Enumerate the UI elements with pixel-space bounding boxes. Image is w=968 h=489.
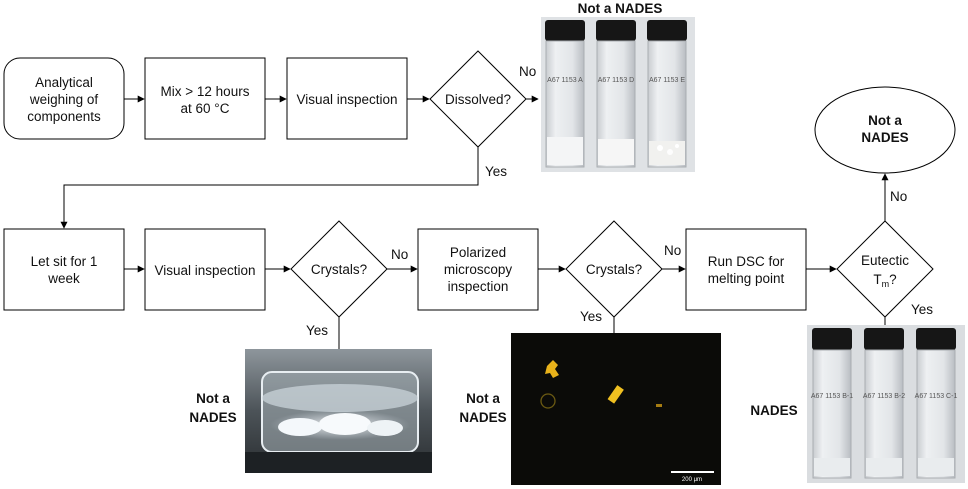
node-weighing: Analytical weighing of components xyxy=(3,57,125,140)
node-mix-line1: Mix > 12 hours xyxy=(161,84,250,99)
edge-label-dissolved-yes: Yes xyxy=(485,164,507,179)
caption-not-nades-left-line1: Not a xyxy=(196,391,230,406)
vial-top-1: A67 1153 A xyxy=(545,20,585,168)
scale-bar-label: 200 μm xyxy=(682,477,702,483)
vial-top-2: A67 1153 D xyxy=(596,20,636,168)
vial-nades-3: A67 1153 C-1 xyxy=(915,328,958,479)
node-run-dsc-line1: Run DSC for xyxy=(708,254,785,269)
node-not-nades-oval-line1: Not a xyxy=(868,113,902,128)
vial-top-1-label: A67 1153 A xyxy=(547,77,583,84)
photo-vials-top: A67 1153 A A67 1153 D A67 1153 E xyxy=(541,17,695,172)
node-polarized-line2: microscopy xyxy=(444,262,513,277)
photo-microscopy: 200 μm xyxy=(511,333,721,485)
vial-top-3: A67 1153 E xyxy=(647,20,687,168)
node-polarized: Polarized microscopy inspection xyxy=(417,228,539,311)
node-crystals-1-label: Crystals? xyxy=(311,262,367,277)
edge-label-crystals2-no: No xyxy=(664,243,681,258)
eutectic-m-subscript: m xyxy=(882,279,890,289)
node-mix-line2: at 60 °C xyxy=(181,101,230,116)
edge-label-eutectic-no: No xyxy=(890,189,907,204)
vial-nades-2-label: A67 1153 B-2 xyxy=(863,393,905,400)
node-eutectic-line1: Eutectic xyxy=(861,253,909,268)
caption-not-nades-mid-line2: NADES xyxy=(459,410,506,425)
node-crystals-2-label: Crystals? xyxy=(586,262,642,277)
node-let-sit: Let sit for 1 week xyxy=(3,228,125,311)
caption-nades: NADES xyxy=(750,403,797,418)
vial-top-3-label: A67 1153 E xyxy=(649,77,685,84)
node-eutectic-line2: Tm? xyxy=(873,272,896,289)
edge-label-eutectic-yes: Yes xyxy=(911,302,933,317)
node-run-dsc: Run DSC for melting point xyxy=(685,228,807,311)
crystal-ring xyxy=(540,393,556,409)
row1-connectors xyxy=(60,95,539,229)
node-not-nades-oval-line2: NADES xyxy=(861,130,908,145)
edge-label-crystals1-no: No xyxy=(391,247,408,262)
eutectic-t: T xyxy=(873,272,881,287)
vial-nades-3-label: A67 1153 C-1 xyxy=(915,393,958,400)
node-crystals-2: Crystals? xyxy=(565,220,663,318)
vial-top-2-label: A67 1153 D xyxy=(598,77,634,84)
vial-nades-2: A67 1153 B-2 xyxy=(863,328,905,479)
crystal-1 xyxy=(545,360,559,378)
photo-beaker xyxy=(245,349,432,473)
node-run-dsc-line2: melting point xyxy=(708,271,785,286)
photo-vials-nades: A67 1153 B-1 A67 1153 B-2 A67 1153 C-1 xyxy=(807,325,965,483)
row2-connectors xyxy=(124,173,889,349)
node-visual-inspection-2: Visual inspection xyxy=(144,228,266,311)
node-let-sit-line2: week xyxy=(47,271,80,286)
crystal-2 xyxy=(607,385,624,404)
caption-top-not-nades: Not a NADES xyxy=(578,1,663,16)
node-not-nades-oval: Not a NADES xyxy=(814,86,956,174)
vial-nades-1: A67 1153 B-1 xyxy=(811,328,853,479)
edge-label-dissolved-no: No xyxy=(519,64,536,79)
node-crystals-1: Crystals? xyxy=(290,220,388,318)
node-visual-inspection-2-label: Visual inspection xyxy=(154,263,255,278)
node-polarized-line3: inspection xyxy=(448,279,509,294)
node-mix: Mix > 12 hours at 60 °C xyxy=(144,57,266,140)
node-visual-inspection-1-label: Visual inspection xyxy=(296,92,397,107)
node-polarized-line1: Polarized xyxy=(450,245,506,260)
node-dissolved: Dissolved? xyxy=(429,50,527,148)
caption-not-nades-mid-line1: Not a xyxy=(466,391,500,406)
vial-nades-1-label: A67 1153 B-1 xyxy=(811,393,853,400)
eutectic-question: ? xyxy=(889,272,897,287)
node-weighing-line1: Analytical xyxy=(35,75,93,90)
caption-not-nades-left-line2: NADES xyxy=(189,410,236,425)
node-visual-inspection-1: Visual inspection xyxy=(286,57,408,140)
node-weighing-line3: components xyxy=(27,109,101,124)
node-let-sit-line1: Let sit for 1 xyxy=(31,254,98,269)
node-eutectic: Eutectic Tm? xyxy=(836,220,934,318)
node-dissolved-label: Dissolved? xyxy=(445,92,511,107)
edge-label-crystals1-yes: Yes xyxy=(306,323,328,338)
edge-label-crystals2-yes: Yes xyxy=(580,309,602,324)
crystal-3 xyxy=(656,404,662,407)
node-weighing-line2: weighing of xyxy=(29,92,99,107)
